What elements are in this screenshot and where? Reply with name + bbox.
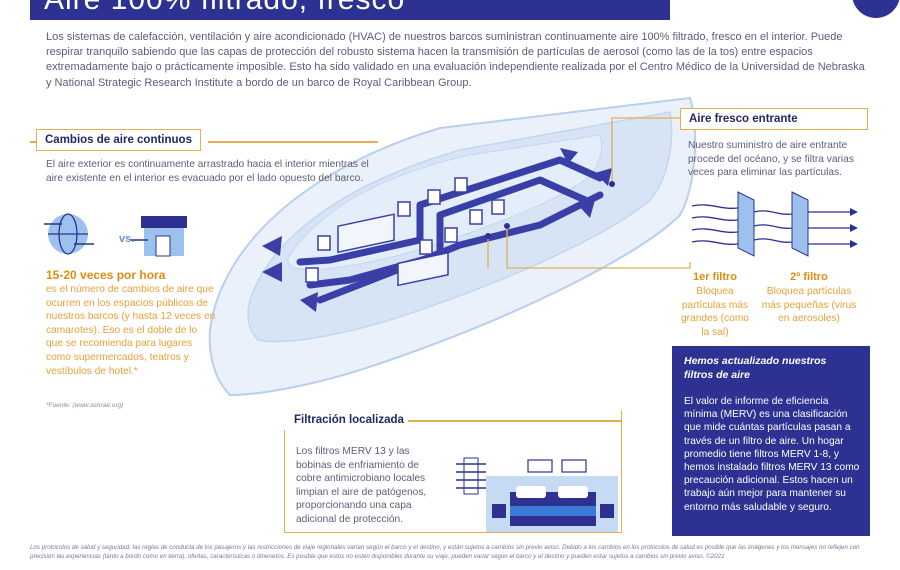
merv-panel-text: El valor de informe de eficiencia mínima… <box>684 396 860 513</box>
bed-icon <box>510 486 596 526</box>
air-change-rate: 15-20 veces por hora <box>46 268 166 282</box>
localized-filtration-title: Filtración localizada <box>284 410 412 430</box>
filter-panels <box>737 191 809 257</box>
air-duct-network <box>296 156 604 304</box>
title-banner: Aire 100% filtrado, fresco <box>30 0 670 20</box>
coil-icon <box>456 457 486 495</box>
cabin-illustration <box>456 457 618 532</box>
vs-label: vs. <box>119 233 135 245</box>
fresh-air-title: Aire fresco entrante <box>680 108 868 130</box>
footer-disclaimer: Los protocolos de salud y seguridad, las… <box>30 544 860 560</box>
page-title: Aire 100% filtrado, fresco <box>44 0 405 17</box>
store-icon <box>130 216 187 257</box>
callout-dot <box>485 233 491 239</box>
air-changes-title: Cambios de aire continuos <box>36 129 201 151</box>
air-change-rate-text: es el número de cambios de aire que ocur… <box>46 284 216 377</box>
filter-1-text: Bloquea partículas más grandes (como la … <box>681 286 749 338</box>
intro-paragraph: Los sistemas de calefacción, ventilación… <box>46 31 865 89</box>
callout-dot <box>609 181 615 187</box>
airflow-lines <box>691 204 850 245</box>
callout-divider <box>408 420 621 422</box>
callout-dot <box>504 223 510 229</box>
merv-info-panel: Hemos actualizado nuestros filtros de ai… <box>672 346 870 536</box>
fresh-air-description: Nuestro suministro de aire entrante proc… <box>688 140 854 179</box>
air-flow-arrows <box>262 148 612 312</box>
filter-2-text: Bloquea partículas más pequeñas (virus e… <box>761 286 857 325</box>
filter-units <box>305 177 505 283</box>
nightstand-icon <box>492 504 506 518</box>
localized-filtration-frame <box>284 410 622 533</box>
localized-filtration-description: Los filtros MERV 13 y las bobinas de enf… <box>296 446 427 525</box>
callout-divider <box>208 141 378 143</box>
brand-logo <box>852 0 900 18</box>
filter-1-name: 1er filtro <box>692 271 737 283</box>
nightstand-icon <box>600 504 614 518</box>
air-change-icons <box>44 213 187 257</box>
arrow-heads <box>850 208 858 248</box>
globe-icon <box>44 213 94 255</box>
wall-vent-icon <box>527 459 587 473</box>
callout-lines <box>487 117 691 269</box>
air-changes-description: El aire exterior es continuamente arrast… <box>46 159 369 184</box>
filter-2-name: 2º filtro <box>790 271 828 283</box>
two-stage-filter-graphic <box>691 191 858 257</box>
air-handler-boxes <box>337 213 449 287</box>
source-note: *Fuente: (www.ashrae.org) <box>46 402 124 409</box>
merv-panel-title: Hemos actualizado nuestros filtros de ai… <box>684 355 827 381</box>
